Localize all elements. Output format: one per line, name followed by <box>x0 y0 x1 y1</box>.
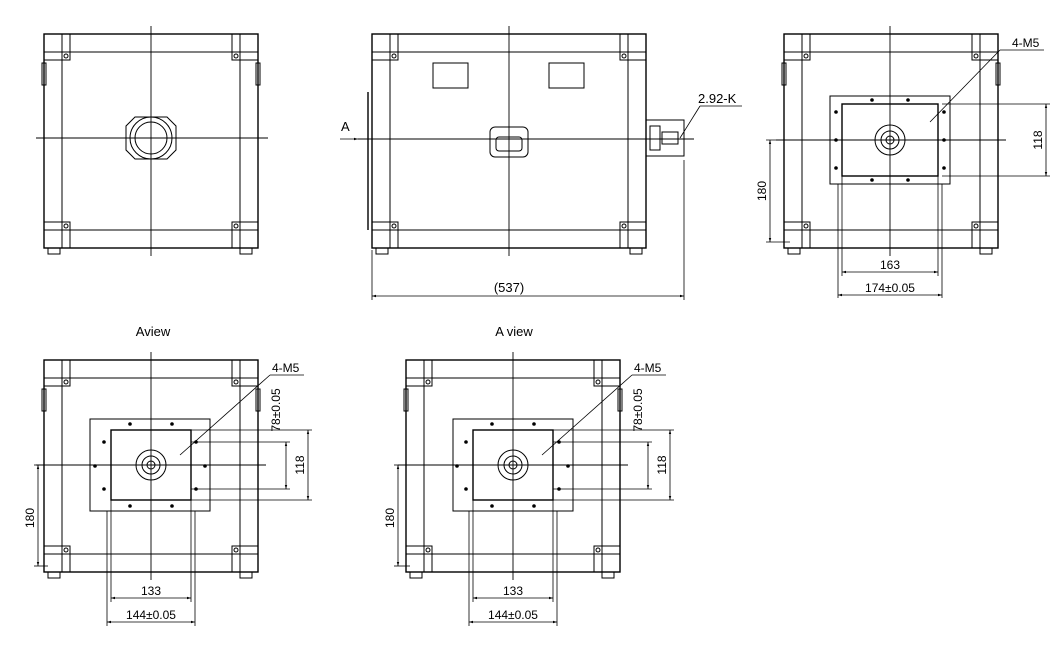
a-view-2-pitch-dim: 78±0.05 <box>631 388 645 432</box>
a-view-1-title: Aview <box>136 324 171 339</box>
a-view-1-offset-dim: 180 <box>23 508 37 528</box>
view-arrow-label: A <box>341 119 350 134</box>
a-view-1-outer-width-dim: 144±0.05 <box>126 608 176 622</box>
a-view-2-title: A view <box>495 324 533 339</box>
a-view-1-hole-label: 4-M5 <box>272 361 300 375</box>
rear-inner-width-dim: 163 <box>880 258 900 272</box>
a-view-1-inner-width-dim: 133 <box>141 584 161 598</box>
rear-outer-width-dim: 174±0.05 <box>865 281 915 295</box>
connector-label: 2.92-K <box>698 91 737 106</box>
a-view-2-inner-width-dim: 133 <box>503 584 523 598</box>
a-view-1: Aview 4-M5 78±0.05 <box>23 324 312 626</box>
rear-offset-dim: 180 <box>755 181 769 201</box>
a-view-2-offset-dim: 180 <box>383 508 397 528</box>
side-view: A 2.92-K (537) <box>340 26 742 300</box>
a-view-1-height-dim: 118 <box>293 455 307 474</box>
overall-length-dim: (537) <box>494 280 524 295</box>
a-view-2-outer-width-dim: 144±0.05 <box>488 608 538 622</box>
a-view-1-pitch-dim: 78±0.05 <box>269 388 283 432</box>
a-view-2-hole-label: 4-M5 <box>634 361 662 375</box>
rear-view: 4-M5 118 180 163 174±0.05 <box>755 26 1050 298</box>
a-view-2: A view 4-M5 78±0.05 <box>383 324 674 626</box>
a-view-2-height-dim: 118 <box>655 455 669 474</box>
rear-height-dim: 118 <box>1031 130 1045 149</box>
rear-hole-label: 4-M5 <box>1012 36 1040 50</box>
front-view <box>36 26 268 256</box>
